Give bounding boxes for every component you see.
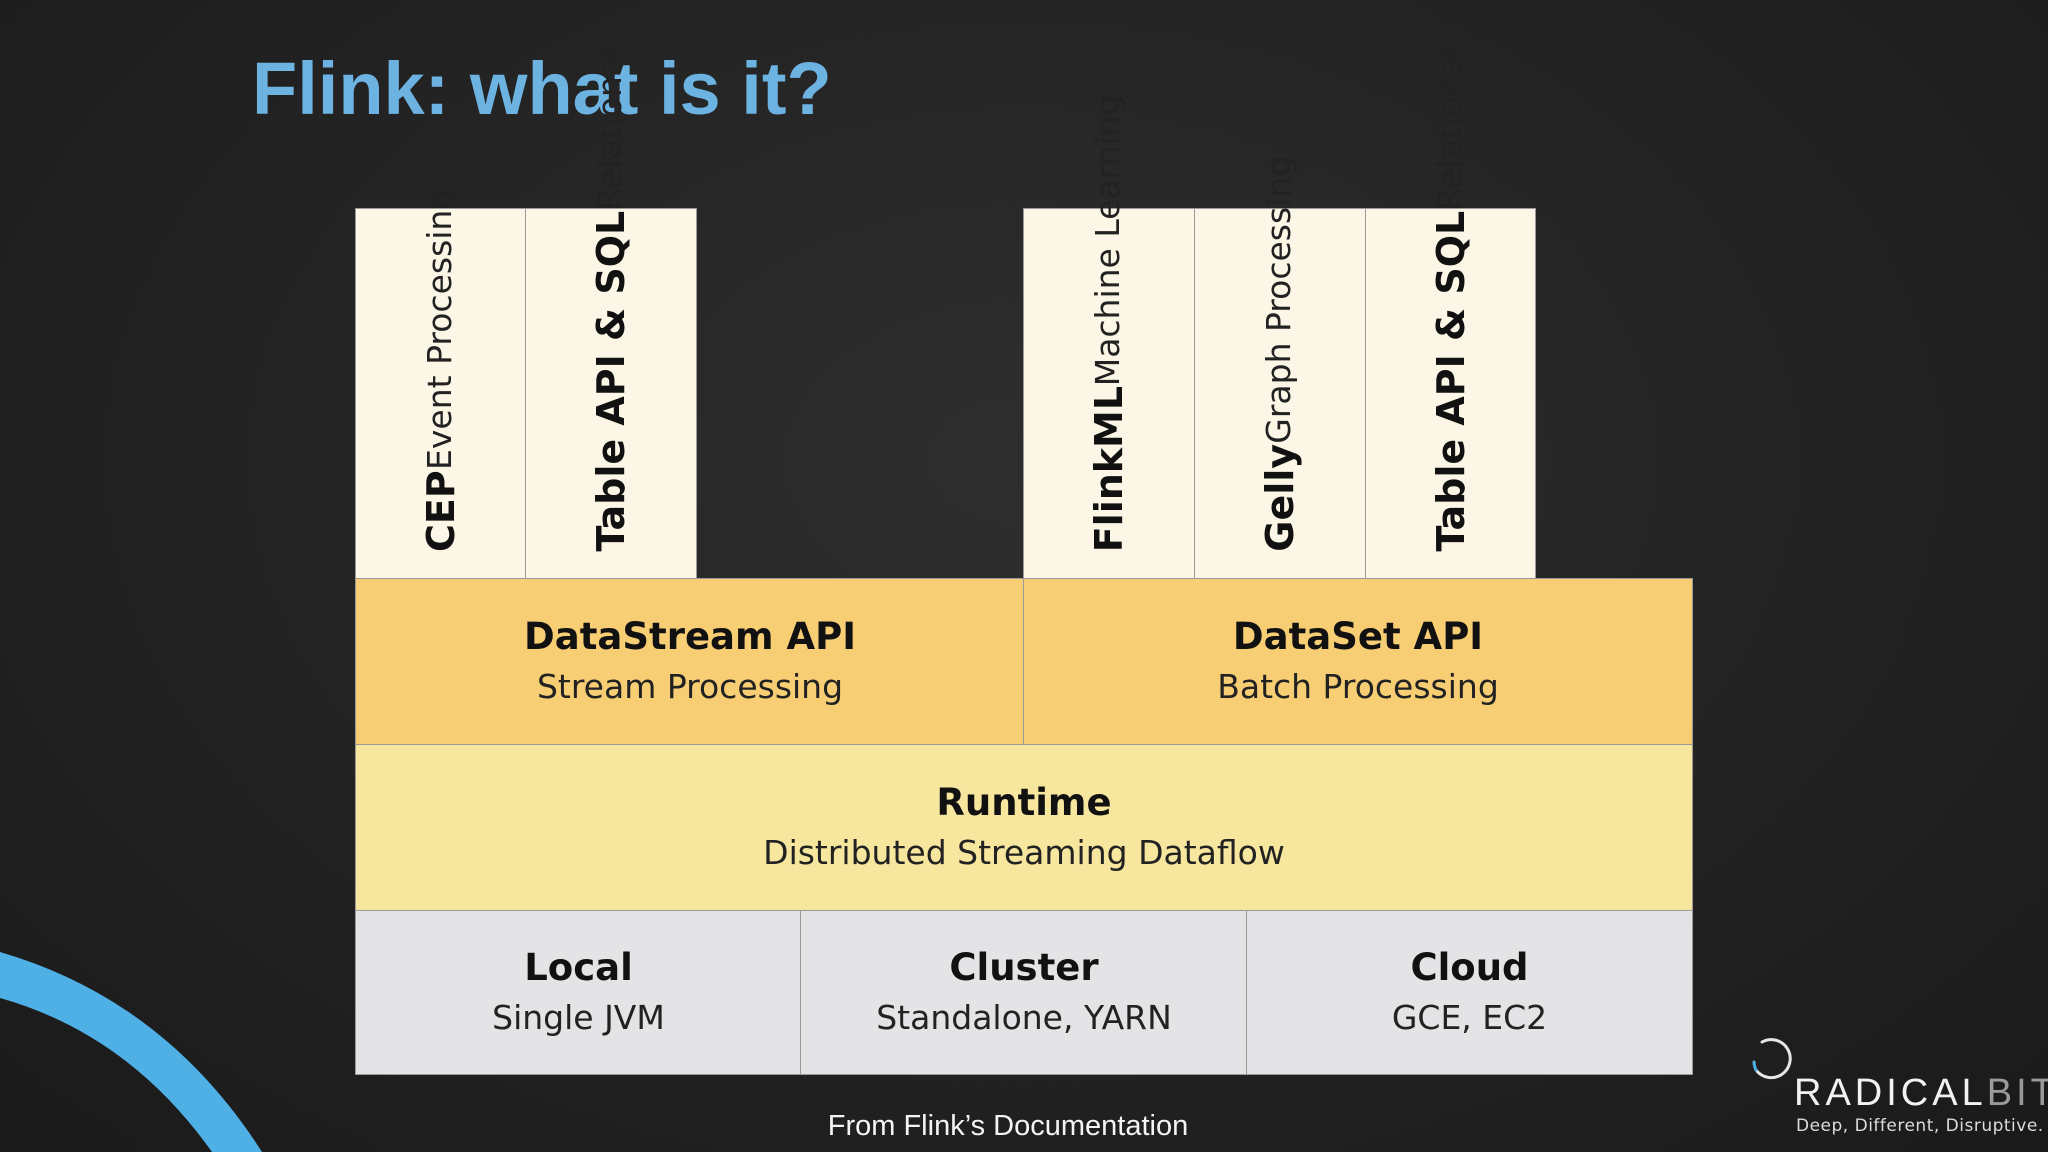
- library-sub: Relational: [590, 47, 629, 212]
- source-caption: From Flink’s Documentation: [827, 1110, 1189, 1142]
- deploy-name: Cluster: [949, 945, 1099, 989]
- api-box-dataset: DataSet API Batch Processing: [1023, 578, 1693, 745]
- library-box-table-api-batch: Table API & SQL Relational: [1365, 47, 1536, 579]
- library-box-table-api-stream: Table API & SQL Relational: [525, 47, 697, 579]
- slide-title: Flink: what is it?: [252, 47, 832, 130]
- library-name: Table API & SQL: [589, 211, 633, 552]
- runtime-sub: Distributed Streaming Dataflow: [763, 832, 1285, 872]
- radicalbit-logo: RADICALBIT Deep, Different, Disruptive.: [1748, 1036, 2048, 1140]
- logo-word-radical: RADICAL: [1794, 1072, 1987, 1114]
- library-sub: Relational: [1429, 47, 1469, 212]
- api-sub: Batch Processing: [1217, 666, 1499, 706]
- decorative-arc: [0, 952, 262, 1152]
- api-sub: Stream Processing: [536, 666, 844, 706]
- runtime-box: Runtime Distributed Streaming Dataflow: [355, 744, 1693, 911]
- deploy-name: Cloud: [1410, 945, 1529, 989]
- library-name: Gelly: [1258, 444, 1302, 552]
- deploy-box-cloud: Cloud GCE, EC2: [1246, 910, 1693, 1075]
- api-name: DataStream API: [524, 614, 856, 658]
- library-box-cep: CEP Event Processing: [355, 189, 526, 579]
- deploy-sub: Standalone, YARN: [876, 997, 1172, 1037]
- api-name: DataSet API: [1232, 614, 1484, 658]
- library-box-flinkml: FlinkML Machine Learning: [1023, 94, 1195, 579]
- logo-word-bit: BIT: [1986, 1072, 2048, 1114]
- logo-tagline: Deep, Different, Disruptive.: [1796, 1116, 2044, 1136]
- deploy-box-cluster: Cluster Standalone, YARN: [800, 910, 1248, 1075]
- logo-wordmark: RADICALBIT: [1794, 1074, 2048, 1112]
- deploy-sub: GCE, EC2: [1391, 997, 1548, 1037]
- api-box-datastream: DataStream API Stream Processing: [355, 578, 1025, 745]
- library-sub: Graph Processing: [1259, 156, 1298, 445]
- runtime-name: Runtime: [936, 780, 1112, 824]
- ring-logo-icon: [1752, 1038, 1792, 1080]
- deploy-box-local: Local Single JVM: [355, 910, 802, 1075]
- library-name: CEP: [418, 470, 463, 552]
- library-sub: Machine Learning: [1088, 93, 1127, 386]
- library-name: FlinkML: [1087, 385, 1131, 552]
- deploy-name: Local: [524, 945, 633, 989]
- library-name: Table API & SQL: [1428, 211, 1473, 552]
- library-box-gelly: Gelly Graph Processing: [1194, 156, 1366, 579]
- deploy-sub: Single JVM: [492, 997, 665, 1037]
- library-sub: Event Processing: [419, 189, 459, 471]
